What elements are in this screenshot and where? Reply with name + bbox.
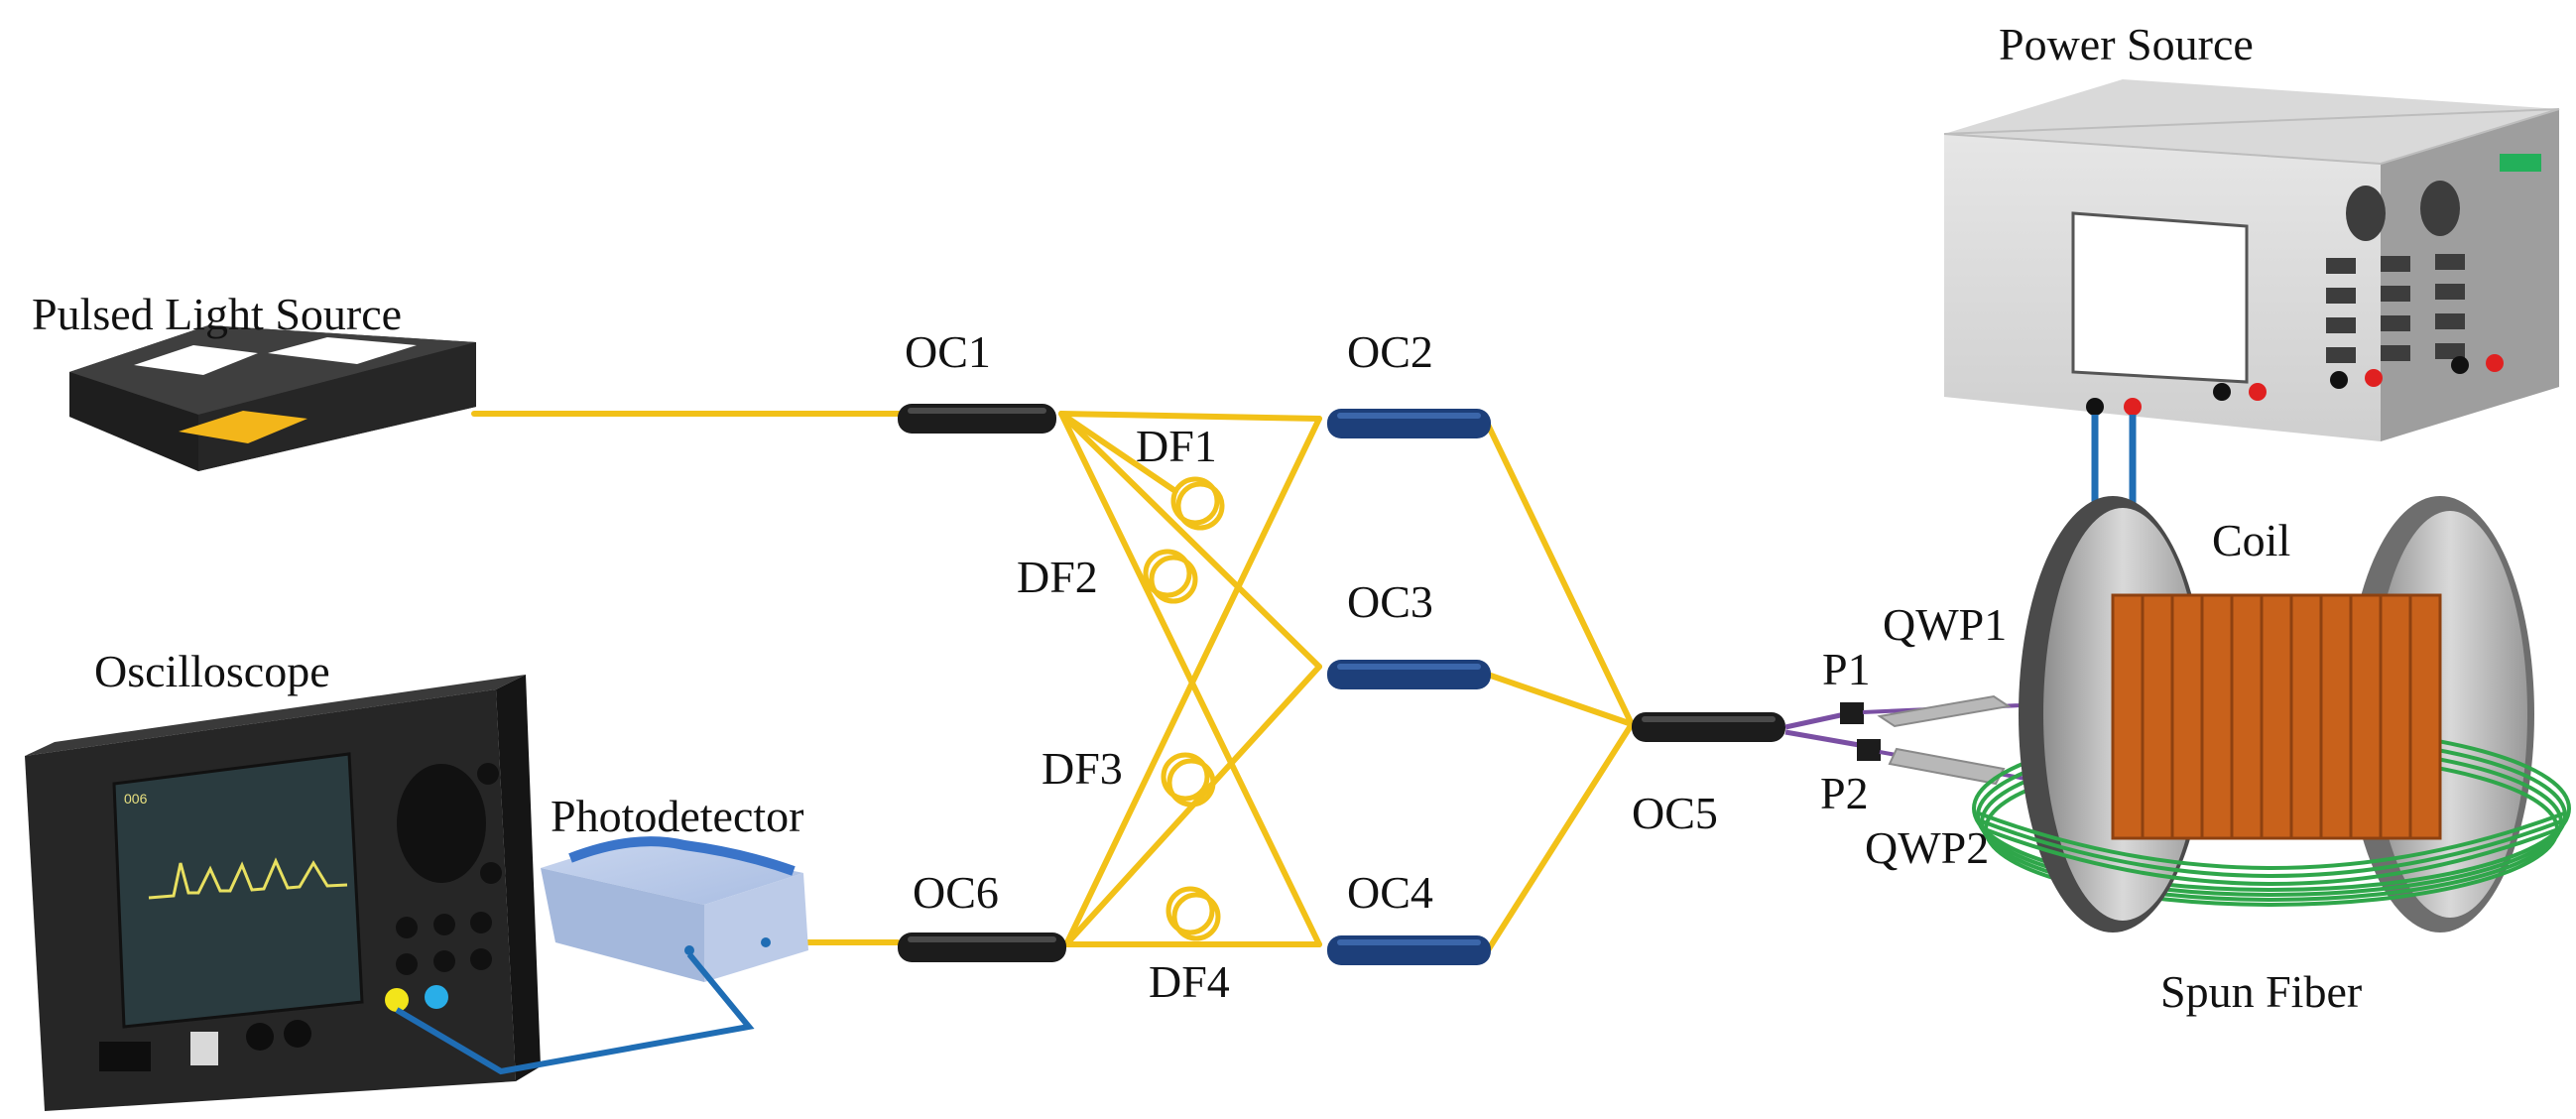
spun-fiber-label: Spun Fiber: [2160, 966, 2362, 1017]
power-source: [1943, 79, 2560, 441]
oscilloscope-usb: [190, 1032, 218, 1065]
oscilloscope-slot: [99, 1042, 151, 1071]
oscilloscope-trace: [148, 857, 348, 900]
knob-left: [2346, 186, 2386, 241]
qwp2-label: QWP2: [1865, 822, 1989, 873]
photodetector: [541, 836, 808, 982]
oc6-label: OC6: [913, 867, 999, 918]
oscilloscope-port-cyan: [425, 985, 448, 1009]
oscilloscope-port-yellow: [385, 988, 409, 1012]
delay-fiber-df3: [1161, 752, 1216, 808]
coupler-oc5: [1632, 712, 1785, 742]
df1-label: DF1: [1136, 421, 1217, 471]
keypad: [2326, 254, 2465, 363]
coil-label: Coil: [2212, 515, 2290, 565]
df3-label: DF3: [1042, 743, 1123, 794]
power-source-label: Power Source: [1999, 19, 2254, 69]
delay-fiber-df1: [1170, 476, 1225, 531]
oscilloscope-screen: [112, 752, 364, 1029]
coil-assembly: [1972, 496, 2571, 932]
oc2-label: OC2: [1347, 326, 1433, 377]
pulsed-light-source: [69, 325, 476, 471]
coupler-oc6: [898, 932, 1066, 962]
signal-cable: [395, 952, 755, 1075]
df2-label: DF2: [1017, 552, 1098, 602]
p1-qwp1-assembly: [1784, 694, 2048, 730]
delay-fiber-df2: [1143, 549, 1198, 604]
p1-label: P1: [1822, 644, 1871, 694]
coupler-oc3: [1327, 660, 1491, 689]
knob-right: [2420, 181, 2460, 236]
oscilloscope-label: Oscilloscope: [94, 646, 330, 696]
oc5-label: OC5: [1632, 788, 1718, 838]
oscilloscope-readout: 006: [124, 791, 148, 807]
oc4-label: OC4: [1347, 867, 1433, 918]
pulsed-light-source-label: Pulsed Light Source: [32, 289, 402, 339]
qwp1-label: QWP1: [1883, 599, 2007, 650]
terminals: [2086, 354, 2504, 416]
oscilloscope-buttons: [396, 763, 502, 975]
df4-label: DF4: [1149, 956, 1230, 1007]
oc3-label: OC3: [1347, 576, 1433, 627]
coupler-oc2: [1327, 409, 1491, 438]
photodetector-label: Photodetector: [551, 791, 804, 841]
oscilloscope-knob: [397, 764, 486, 883]
oscilloscope: 006: [25, 675, 541, 1111]
coupler-oc4: [1327, 935, 1491, 965]
coupler-oc1: [898, 404, 1056, 434]
indicator-light: [2500, 154, 2541, 172]
p2-label: P2: [1820, 768, 1869, 818]
coil-winding: [2113, 595, 2440, 838]
oc1-label: OC1: [905, 326, 991, 377]
delay-fiber-df4: [1165, 886, 1221, 941]
